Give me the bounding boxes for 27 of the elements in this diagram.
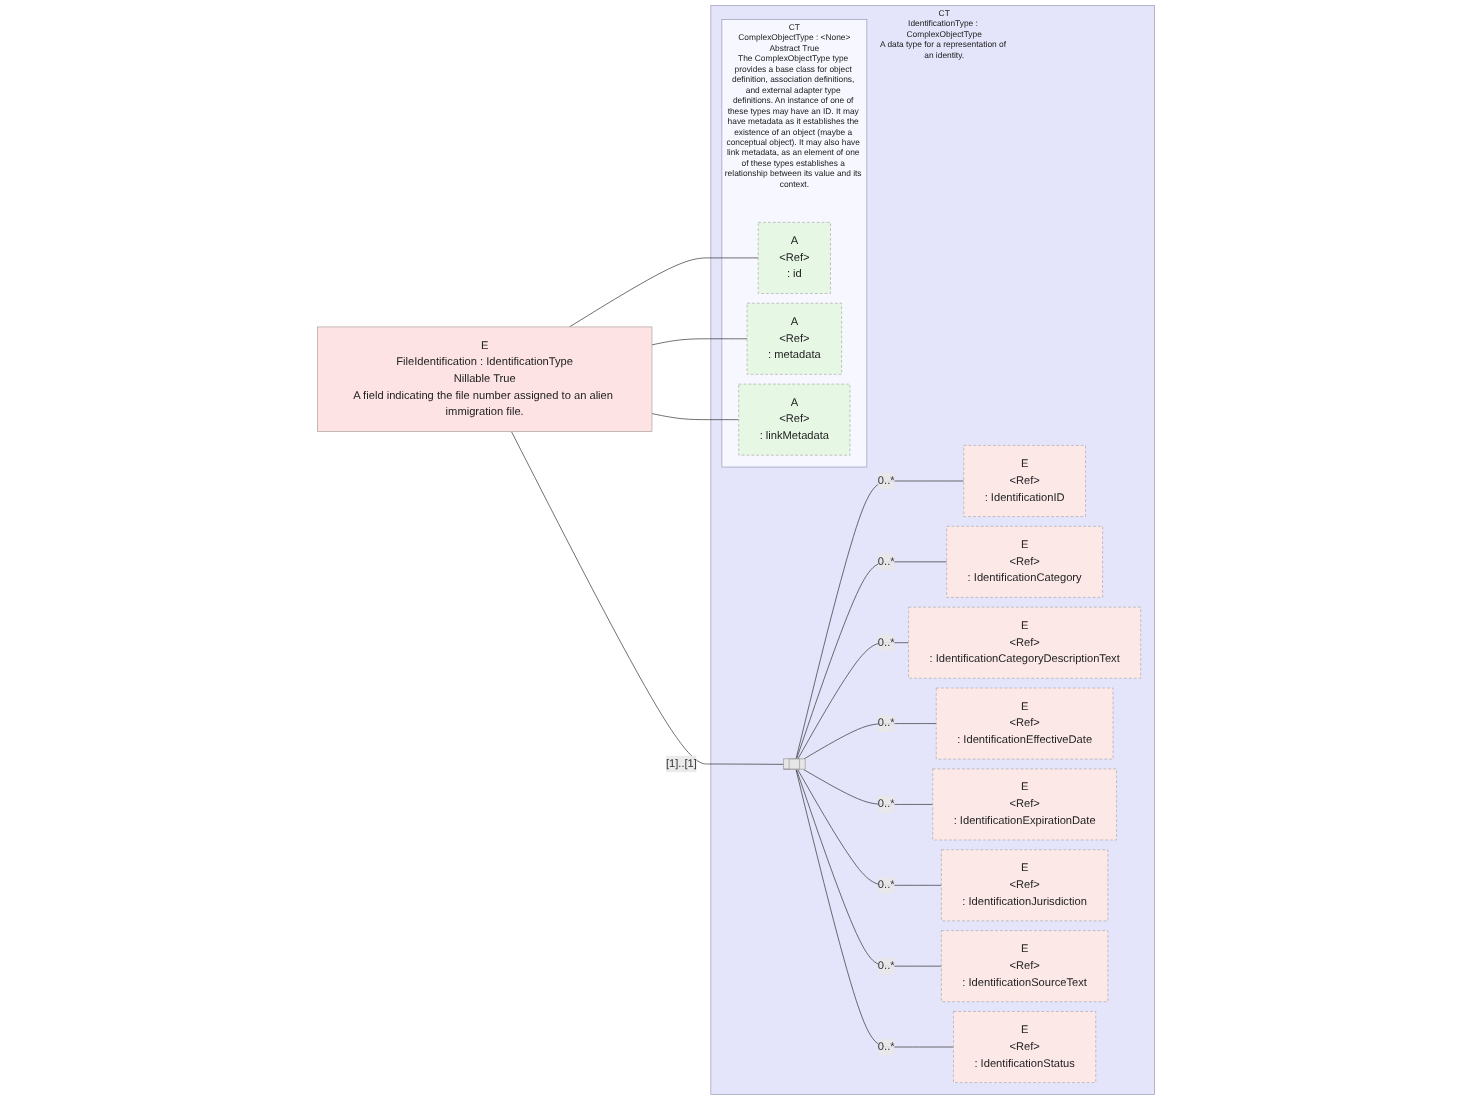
node-box [946,525,1103,598]
node-box [941,930,1109,1003]
node-box [963,445,1086,517]
node-box [941,849,1109,922]
node-box [738,383,851,456]
node-box [317,326,653,432]
connector [795,480,965,760]
node-box [746,302,842,375]
cluster [710,5,1155,1095]
connector [651,413,740,420]
connector [511,431,785,765]
connector [796,561,947,760]
connector [795,769,954,1048]
connector [803,723,937,760]
node-box [932,768,1117,841]
connector [569,257,759,328]
node-bar [783,758,806,770]
connector [797,769,942,886]
connector [803,769,934,805]
node-box [953,1011,1097,1083]
node-box [908,606,1142,679]
node-box [935,687,1114,760]
connector [796,769,942,967]
node-box [757,222,831,294]
connector [797,642,909,760]
cluster [721,19,868,468]
connector [651,338,748,346]
